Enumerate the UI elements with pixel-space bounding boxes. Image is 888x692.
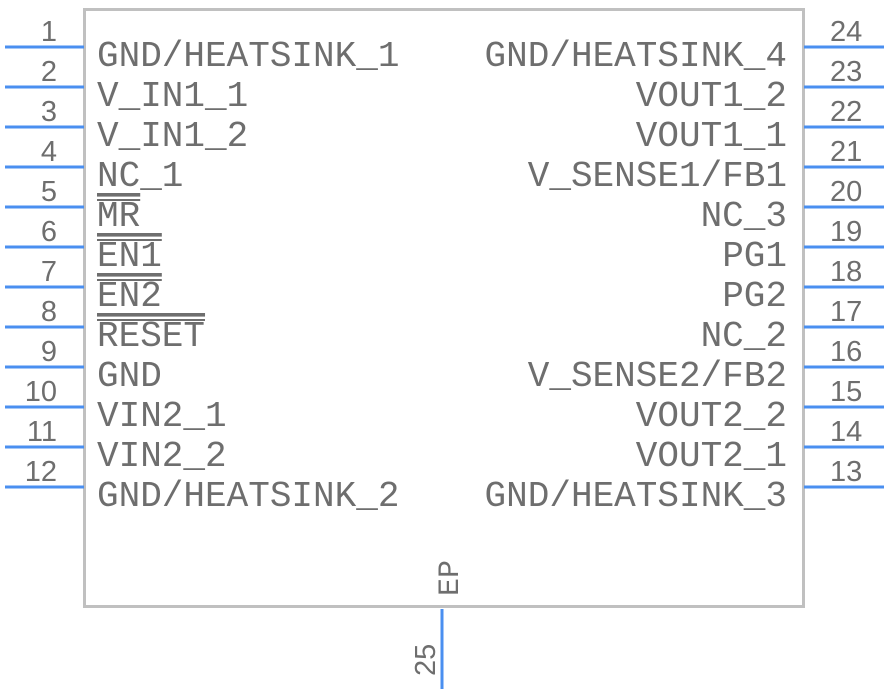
pin-22-number: 22 xyxy=(830,96,862,128)
pin-2-label: V_IN1_1 xyxy=(97,76,248,117)
pin-11-number: 11 xyxy=(27,416,57,448)
pin-13-number: 13 xyxy=(830,456,862,488)
pin-6-number: 6 xyxy=(41,216,57,248)
pin-4-number: 4 xyxy=(41,136,57,168)
pin-24-number: 24 xyxy=(830,16,862,48)
pin-16-label: V_SENSE2/FB2 xyxy=(528,356,787,397)
pin-7-label: EN2 xyxy=(97,276,162,317)
pin-20-label: NC_3 xyxy=(701,196,787,237)
pin-19-label: PG1 xyxy=(722,236,787,277)
pin-7-number: 7 xyxy=(41,256,57,288)
pin-3-label: V_IN1_2 xyxy=(97,116,248,157)
pin-9-label: GND xyxy=(97,356,162,397)
pin-9-number: 9 xyxy=(41,336,57,368)
pin-13-label: GND/HEATSINK_3 xyxy=(485,476,787,517)
pin-12-label: GND/HEATSINK_2 xyxy=(97,476,399,517)
pin-21-label: V_SENSE1/FB1 xyxy=(528,156,787,197)
pin-1-label: GND/HEATSINK_1 xyxy=(97,36,399,77)
pin-16-number: 16 xyxy=(830,336,862,368)
pin-8-label: RESET xyxy=(97,316,205,357)
pin-23-label: VOUT1_2 xyxy=(636,76,787,117)
pin-14-number: 14 xyxy=(830,416,862,448)
component-body xyxy=(83,8,805,608)
pin-20-number: 20 xyxy=(830,176,862,208)
pin-2-number: 2 xyxy=(41,56,57,88)
pin-24-label: GND/HEATSINK_4 xyxy=(485,36,787,77)
pin-17-label: NC_2 xyxy=(701,316,787,357)
pin-5-number: 5 xyxy=(41,176,57,208)
pin-10-label: VIN2_1 xyxy=(97,396,227,437)
pin-4-label: NC_1 xyxy=(97,156,183,197)
pin-25-number: 25 xyxy=(410,644,442,676)
pin-17-number: 17 xyxy=(830,296,862,328)
pin-6-label: EN1 xyxy=(97,236,162,277)
pin-14-label: VOUT2_1 xyxy=(636,436,787,477)
pin-25-label: EP xyxy=(434,560,468,596)
pin-11-label: VIN2_2 xyxy=(97,436,227,477)
pin-18-number: 18 xyxy=(830,256,862,288)
pin-3-number: 3 xyxy=(41,96,57,128)
pin-21-number: 21 xyxy=(830,136,862,168)
pin-23-number: 23 xyxy=(830,56,862,88)
pin-22-label: VOUT1_1 xyxy=(636,116,787,157)
pin-10-number: 10 xyxy=(25,376,57,408)
pin-1-number: 1 xyxy=(41,16,57,48)
pin-12-number: 12 xyxy=(25,456,57,488)
pin-5-label: MR xyxy=(97,196,140,237)
pin-18-label: PG2 xyxy=(722,276,787,317)
pin-19-number: 19 xyxy=(830,216,862,248)
pin-15-number: 15 xyxy=(830,376,862,408)
pin-8-number: 8 xyxy=(41,296,57,328)
pin-15-label: VOUT2_2 xyxy=(636,396,787,437)
